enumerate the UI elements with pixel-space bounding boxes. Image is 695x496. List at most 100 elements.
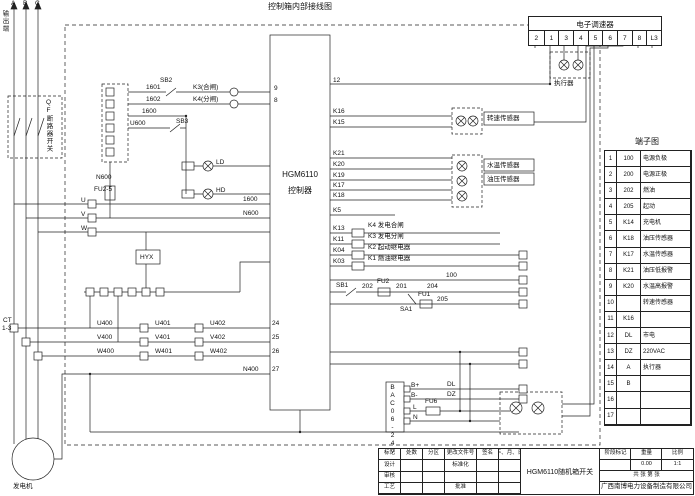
oil-sensor-label: 油压传感器 <box>487 176 520 183</box>
pin-k11: K11 <box>333 236 345 243</box>
controller-name: 控制器 <box>288 186 312 195</box>
terminal-table-cell: K20 <box>617 279 641 296</box>
pin-k21: K21 <box>333 150 345 157</box>
title-block-revision-grid: 标记处数分区更改文件号签名年、月、日设计标准化审核工艺批准 <box>379 449 521 494</box>
generator-label: 发电机 <box>13 483 33 490</box>
terminal-table-cell <box>641 376 691 393</box>
water-sensor-label: 水温传感器 <box>487 162 520 169</box>
pin-24: 24 <box>272 320 280 327</box>
wire-u402: U402 <box>210 320 226 327</box>
fuse-fu6-label: FU6 <box>425 398 438 405</box>
generator-symbol <box>11 437 55 481</box>
scale-value: 1:1 <box>661 459 693 471</box>
relay-k4-label: K4 发电合闸 <box>368 222 404 229</box>
bottom-right-device-symbol <box>509 401 545 415</box>
terminal-table-cell: B <box>617 376 641 393</box>
relay-coil-k3 <box>351 239 365 249</box>
pin-k13: K13 <box>333 225 345 232</box>
phase-v-label: V <box>81 211 86 218</box>
terminal-table-cell: 17 <box>605 408 617 425</box>
page-title: 控制箱内部接线图 <box>268 2 332 11</box>
k3-close-label: K3(合闸) <box>193 84 219 91</box>
terminal-table-title: 端子图 <box>635 137 659 146</box>
terminal-table-cell: 9 <box>605 279 617 296</box>
title-block-cell <box>423 482 445 494</box>
ct-label: CT <box>3 317 12 324</box>
terminal-table-cell: K16 <box>617 311 641 329</box>
wire-202: 202 <box>362 283 373 290</box>
governor-terminal: 8 <box>631 31 647 45</box>
pin-k5: K5 <box>333 207 341 214</box>
wire-n600-b: N600 <box>243 210 259 217</box>
pin-9: 9 <box>274 85 278 92</box>
lamp-feed-1 <box>181 161 195 171</box>
phase-a-label: A <box>11 0 16 7</box>
pin-k18: K18 <box>333 192 345 199</box>
title-block-cell: 标准化 <box>445 460 477 472</box>
governor-terminal: 2 <box>534 34 539 42</box>
terminal-table-cell <box>641 408 691 425</box>
lamp-ld <box>202 160 214 172</box>
stage-value <box>599 459 631 471</box>
relay-coil-k1 <box>351 261 365 271</box>
relay-k1-label: K1 燃油继电器 <box>368 255 411 262</box>
title-block-cell: 年、月、日 <box>499 449 521 461</box>
governor-terminal: 7 <box>617 31 632 45</box>
wire-u401: U401 <box>155 320 171 327</box>
terminal-table-cell: DL <box>617 328 641 345</box>
fuse-fu2-5-label: FU2-5 <box>94 186 113 193</box>
bottom-right-device-box <box>499 391 563 435</box>
pin-bplus: B+ <box>411 382 420 389</box>
pin-n: N <box>413 414 418 421</box>
hd-lamp-label: HD <box>216 187 226 194</box>
wire-w400: W400 <box>97 348 114 355</box>
pin-k15: K15 <box>333 119 345 126</box>
hyx-relay-box <box>135 249 161 265</box>
pin-k16: K16 <box>333 108 345 115</box>
lamp-feed-2 <box>181 189 195 199</box>
terminal-table-cell: 燃油 <box>641 183 691 200</box>
terminal-table-cell: 202 <box>617 183 641 200</box>
terminal-table-cell: 7 <box>605 247 617 264</box>
terminal-table-cell: 市电 <box>641 328 691 345</box>
pin-k04: K04 <box>333 247 345 254</box>
qf-breaker-box <box>7 95 63 159</box>
scale-label: 比例 <box>661 449 693 460</box>
terminal-table-cell <box>617 392 641 409</box>
terminal-strip-box <box>101 83 129 163</box>
hyx-relay-label: HYX <box>140 254 154 261</box>
speed-sensor-label-box <box>483 111 535 126</box>
governor-terminal: 1 <box>543 31 559 45</box>
title-block-cell <box>499 460 521 472</box>
phase-b-label: B <box>23 0 28 7</box>
company-name: 广西南博电力设备制造有限公司 <box>599 481 693 493</box>
k4-open-label: K4(分闸) <box>193 96 219 103</box>
title-block-cell <box>477 482 499 494</box>
title-block-cell: 批准 <box>445 482 477 494</box>
wire-v402: V402 <box>210 334 226 341</box>
title-block-cell <box>477 471 499 483</box>
wire-dz: DZ <box>447 391 456 398</box>
stage-label: 阶段标记 <box>599 449 631 460</box>
terminal-table-cell: 8 <box>605 263 617 280</box>
governor-terminal: 3 <box>558 31 573 45</box>
terminal-table-cell: 100 <box>617 151 641 168</box>
terminal-table-cell: 6 <box>605 231 617 248</box>
coil-k4 <box>229 99 239 109</box>
terminal-table-cell: K14 <box>617 215 641 232</box>
terminal-table-cell: A <box>617 360 641 377</box>
wire-1600-a: 1600 <box>142 108 157 115</box>
lamp-hd <box>202 188 214 200</box>
wire-v400: V400 <box>97 334 113 341</box>
title-block-cell: 工艺 <box>379 482 401 494</box>
terminal-table-cell: 220VAC <box>641 344 691 361</box>
wire-n600-a: N600 <box>96 174 112 181</box>
wire-w402: W402 <box>210 348 227 355</box>
coil-k3 <box>229 87 239 97</box>
weight-value: 0.00 <box>630 459 662 471</box>
pin-bminus: B- <box>411 392 418 399</box>
title-block-cell <box>401 471 423 483</box>
sb2-label: SB2 <box>160 77 173 84</box>
